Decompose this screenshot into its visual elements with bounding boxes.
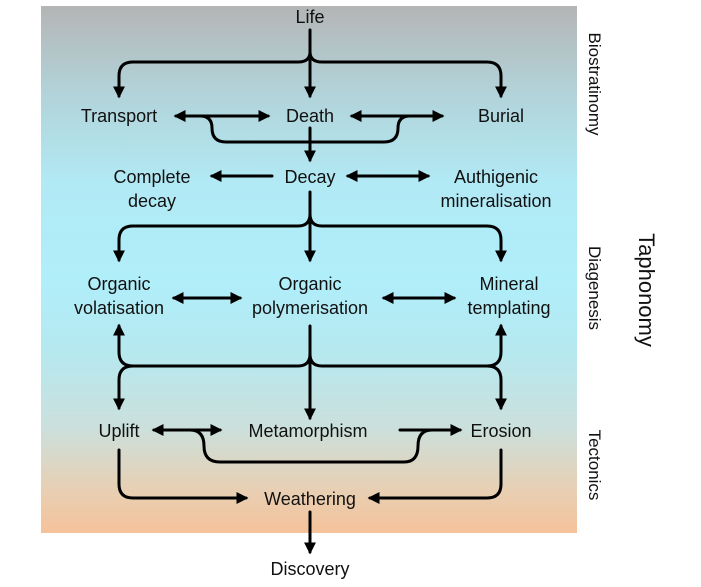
arrow-decay-templating (308, 212, 507, 263)
node-organic-volatisation-line1: Organic (87, 274, 150, 294)
node-authigenic-line1: Authigenic (454, 167, 538, 187)
node-organic-polymerisation-line2: polymerisation (252, 298, 368, 318)
diagenesis-tectonics-connectors (113, 323, 507, 421)
arrow-erosion-weathering (367, 448, 503, 504)
node-mineral-templating-line1: Mineral (479, 274, 538, 294)
node-complete-decay-line1: Complete (113, 167, 190, 187)
decay-connectors (113, 170, 507, 263)
node-death: Death (286, 106, 334, 126)
connector-bracket-left (113, 323, 312, 368)
arrow-life-transport (113, 50, 312, 99)
arrow-to-erosion (485, 364, 507, 411)
arrow-decay-volatisation (113, 212, 312, 263)
node-erosion: Erosion (470, 421, 531, 441)
overall-label-taphonomy: Taphonomy (634, 233, 659, 347)
arrow-to-uplift (113, 364, 135, 411)
arrow-uplift-weathering (117, 448, 249, 504)
node-life: Life (295, 7, 324, 27)
stage-label-diagenesis: Diagenesis (585, 246, 604, 330)
node-uplift: Uplift (98, 421, 139, 441)
node-decay: Decay (284, 167, 335, 187)
node-weathering: Weathering (264, 489, 356, 509)
connector-transport-to-decay (198, 114, 312, 144)
life-branch-connectors (113, 28, 507, 99)
node-authigenic-line2: mineralisation (440, 191, 551, 211)
tectonics-connectors (117, 424, 503, 555)
node-metamorphism: Metamorphism (248, 421, 367, 441)
connector-uplift-erosion-loop (188, 428, 434, 464)
connector-bracket-right (308, 323, 507, 368)
stage-label-tectonics: Tectonics (585, 430, 604, 501)
node-burial: Burial (478, 106, 524, 126)
node-transport: Transport (81, 106, 157, 126)
node-organic-volatisation-line2: volatisation (74, 298, 164, 318)
node-discovery: Discovery (270, 559, 349, 579)
biostratinomy-connectors (173, 110, 445, 163)
node-complete-decay-line2: decay (128, 191, 176, 211)
node-organic-polymerisation-line1: Organic (278, 274, 341, 294)
arrow-life-burial (308, 50, 507, 99)
connector-burial-to-decay (308, 114, 412, 144)
stage-label-biostratinomy: Biostratinomy (585, 33, 604, 136)
node-mineral-templating-line2: templating (467, 298, 550, 318)
